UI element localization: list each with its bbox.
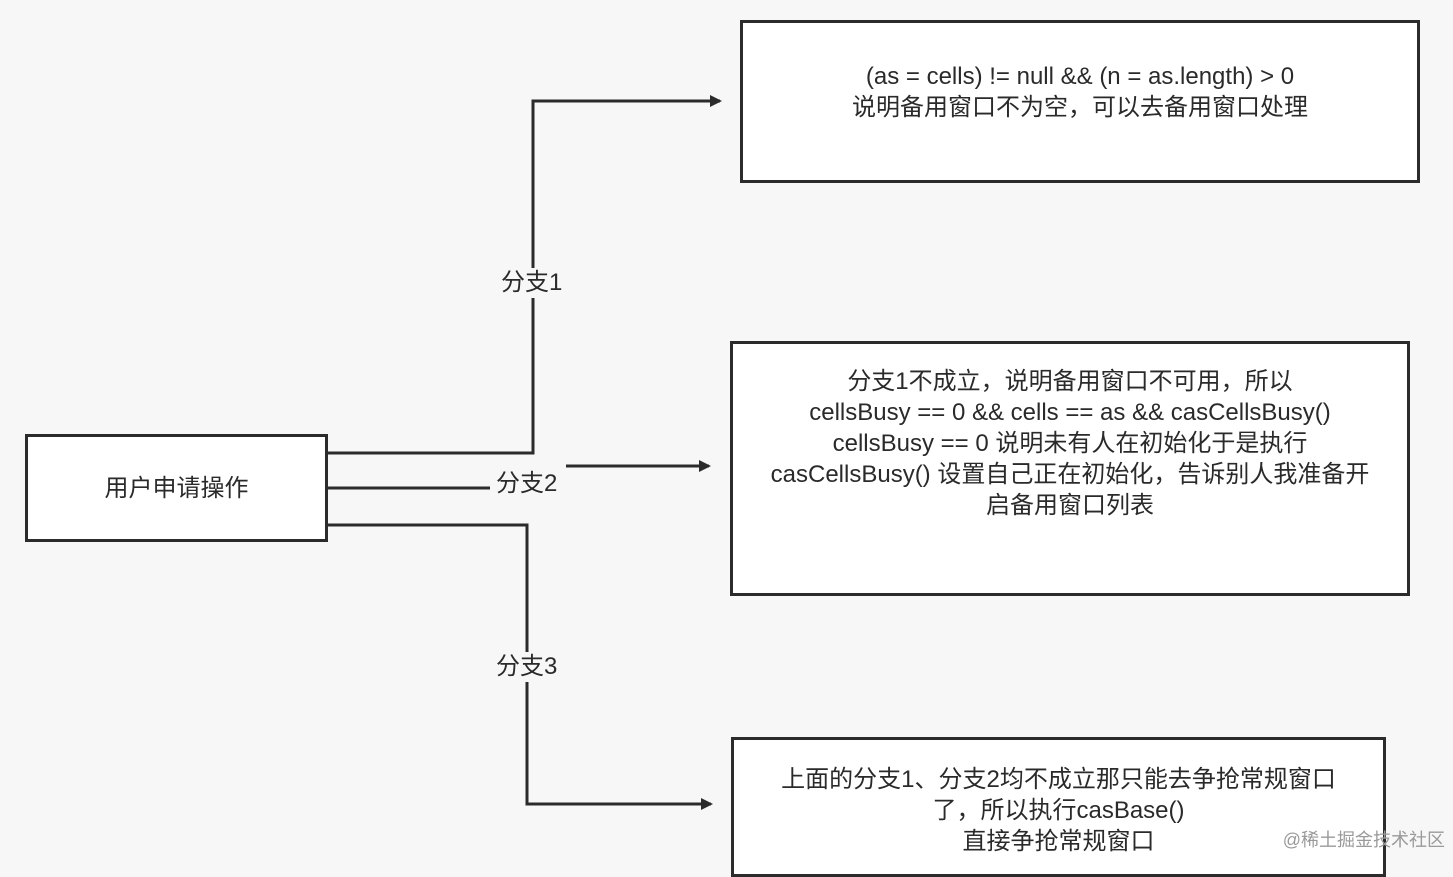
branch-3-target-line-2: 了，所以执行casBase()	[932, 797, 1185, 824]
branch-1-label: 分支1	[499, 268, 565, 298]
watermark-text: @稀土掘金技术社区	[1282, 830, 1445, 850]
start-node: 用户申请操作	[25, 434, 328, 542]
branch-1-target-line-2: 说明备用窗口不为空，可以去备用窗口处理	[852, 94, 1308, 121]
start-node-label: 用户申请操作	[104, 474, 249, 502]
branch-2-target-line-2: cellsBusy == 0 && cells == as && casCell…	[809, 399, 1331, 426]
flowchart-canvas: 用户申请操作 (as = cells) != null && (n = as.l…	[25, 20, 1445, 877]
branch-2-target-line-3: cellsBusy == 0 说明未有人在初始化于是执行	[832, 430, 1308, 457]
branch-2-target-line-5: 启备用窗口列表	[986, 492, 1154, 519]
branch-2-target-node: 分支1不成立，说明备用窗口不可用，所以 cellsBusy == 0 && ce…	[730, 341, 1410, 596]
branch-3-target-node: 上面的分支1、分支2均不成立那只能去争抢常规窗口 了，所以执行casBase()…	[731, 737, 1386, 877]
branch-1-target-line-1: (as = cells) != null && (n = as.length) …	[865, 63, 1295, 90]
branch-2-target-line-1: 分支1不成立，说明备用窗口不可用，所以	[847, 368, 1293, 395]
branch-1-target-node: (as = cells) != null && (n = as.length) …	[740, 20, 1420, 183]
branch-2-connector	[328, 466, 709, 490]
branch-2-label: 分支2	[494, 469, 560, 499]
branch-3-target-line-3: 直接争抢常规窗口	[962, 828, 1155, 855]
branch-3-label: 分支3	[494, 652, 560, 682]
branch-2-target-line-4: casCellsBusy() 设置自己正在初始化，告诉别人我准备开	[770, 461, 1370, 488]
branch-3-target-line-1: 上面的分支1、分支2均不成立那只能去争抢常规窗口	[781, 766, 1336, 793]
